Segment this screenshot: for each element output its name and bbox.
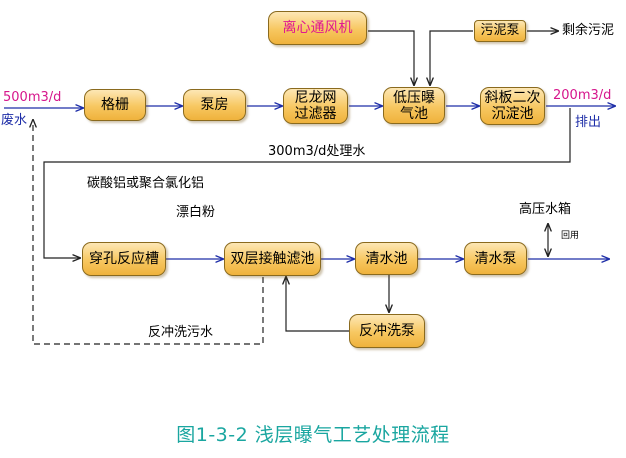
figure-caption: 图1-3-2 浅层曝气工艺处理流程: [176, 424, 450, 446]
node-sludge-pump: 污泥泵: [474, 20, 526, 42]
node-bengfang: 泵房: [183, 89, 246, 121]
label-wastewater: 废水: [1, 113, 28, 128]
node-perforated-reaction-tank: 穿孔反应槽: [82, 242, 166, 276]
node-clear-water-pump: 清水泵: [464, 242, 527, 275]
arrow-backwash-return: [33, 120, 264, 345]
node-centrifugal-fan: 离心通风机: [268, 11, 367, 45]
label-coagulant: 碳酸铝或聚合氯化铝: [87, 176, 205, 191]
label-inflow: 500m3/d: [3, 90, 62, 105]
arrow-fengji-dibaoqi: [368, 30, 414, 85]
arrow-fanchongbeng-shuangceng: [286, 277, 349, 332]
label-outflow: 200m3/d: [553, 88, 612, 103]
node-backwash-pump: 反冲洗泵: [349, 314, 425, 348]
label-reuse: 回用: [561, 231, 580, 241]
node-clear-water-tank: 清水池: [355, 242, 418, 275]
label-sludge: 剩余污泥: [562, 23, 615, 38]
label-high-pressure-tank: 高压水箱: [519, 202, 572, 217]
label-recycle: 300m3/d处理水: [268, 144, 366, 159]
label-discharge: 排出: [575, 115, 602, 130]
node-secondary-clarifier: 斜板二次 沉淀池: [480, 87, 545, 125]
label-backwash-wastewater: 反冲洗污水: [148, 325, 214, 340]
arrow-recycle: [43, 108, 571, 258]
arrow-wunibeng-dibaoqi: [430, 30, 473, 85]
node-geshan: 格栅: [84, 89, 146, 121]
node-low-pressure-aeration: 低压曝 气池: [383, 87, 445, 124]
node-nilong-filter: 尼龙网 过滤器: [283, 88, 348, 124]
node-double-layer-filter: 双层接触滤池: [224, 242, 321, 276]
label-bleach: 漂白粉: [176, 205, 216, 220]
